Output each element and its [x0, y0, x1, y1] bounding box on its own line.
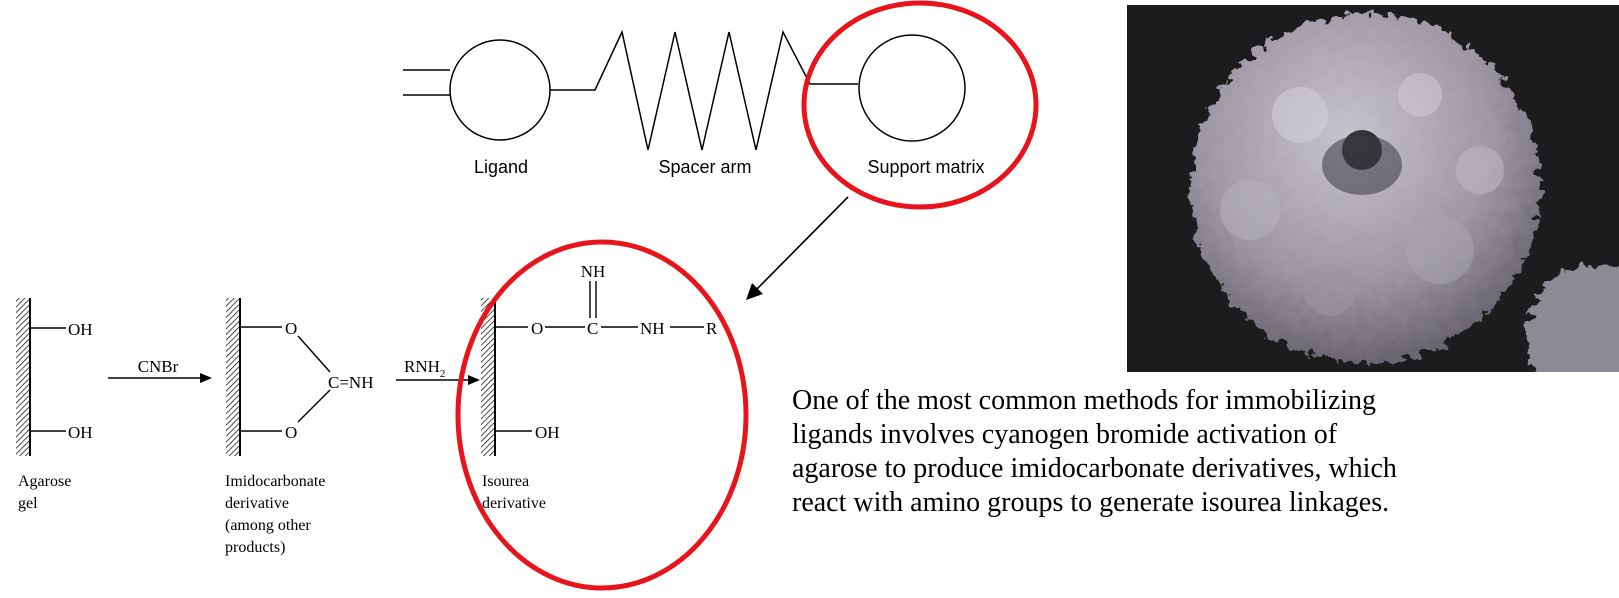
svg-text:Imidocarbonate: Imidocarbonate — [225, 473, 325, 490]
agarose-gel — [16, 298, 66, 456]
gel-surface-hatch — [16, 298, 30, 456]
reaction-arrow-2 — [396, 375, 480, 385]
isourea-o: O — [531, 319, 543, 338]
caption-line: ligands involves cyanogen bromide activa… — [792, 419, 1338, 450]
agarose-bead-micrograph — [1127, 5, 1619, 372]
gel-surface-hatch — [481, 298, 495, 456]
isourea-oh: OH — [535, 423, 560, 442]
isourea-label: Isourea derivative — [482, 473, 546, 512]
imidocarbonate-label: Imidocarbonate derivative (among other p… — [225, 473, 325, 556]
svg-text:products): products) — [225, 539, 285, 556]
reagent-rnh2: RNH2 — [404, 357, 445, 380]
isourea-c: C — [587, 319, 598, 338]
imido-c-eq-nh: C=NH — [328, 373, 373, 392]
svg-text:gel: gel — [18, 495, 38, 512]
isourea-highlight-ellipse — [455, 239, 749, 591]
reagent-cnbr: CNBr — [138, 357, 179, 376]
reaction-arrow-1 — [108, 373, 212, 383]
svg-text:derivative: derivative — [225, 495, 289, 512]
gel-surface-hatch — [226, 298, 240, 456]
pointer-arrow — [746, 196, 849, 300]
spacer-arm-zigzag — [550, 29, 858, 151]
support-matrix-circle — [858, 34, 966, 142]
svg-text:derivative: derivative — [482, 495, 546, 512]
caption-line: react with amino groups to generate isou… — [792, 487, 1390, 518]
imido-o-bottom: O — [285, 423, 297, 442]
imidocarbonate-structure — [226, 298, 331, 456]
svg-text:Agarose: Agarose — [18, 473, 71, 490]
svg-text:Isourea: Isourea — [482, 473, 529, 490]
caption-paragraph: One of the most common methods for immob… — [792, 384, 1619, 594]
ligand-label: Ligand — [474, 157, 528, 177]
support-matrix-highlight-ellipse — [801, 0, 1039, 210]
svg-text:(among other: (among other — [225, 517, 311, 534]
agarose-oh-top: OH — [68, 320, 93, 339]
agarose-gel-label: Agarose gel — [18, 473, 71, 512]
isourea-imine-nh: NH — [581, 262, 606, 281]
support-matrix-label: Support matrix — [867, 157, 984, 177]
imido-o-top: O — [285, 319, 297, 338]
caption-line: One of the most common methods for immob… — [792, 385, 1377, 416]
ligand-circle — [449, 39, 551, 141]
spacer-arm-label: Spacer arm — [658, 157, 751, 177]
caption-line: agarose to produce imidocarbonate deriva… — [792, 453, 1397, 484]
isourea-nh: NH — [640, 319, 665, 338]
affinity-schematic — [403, 29, 966, 151]
isourea-structure — [481, 281, 704, 456]
isourea-r: R — [706, 319, 718, 338]
agarose-oh-bottom: OH — [68, 423, 93, 442]
